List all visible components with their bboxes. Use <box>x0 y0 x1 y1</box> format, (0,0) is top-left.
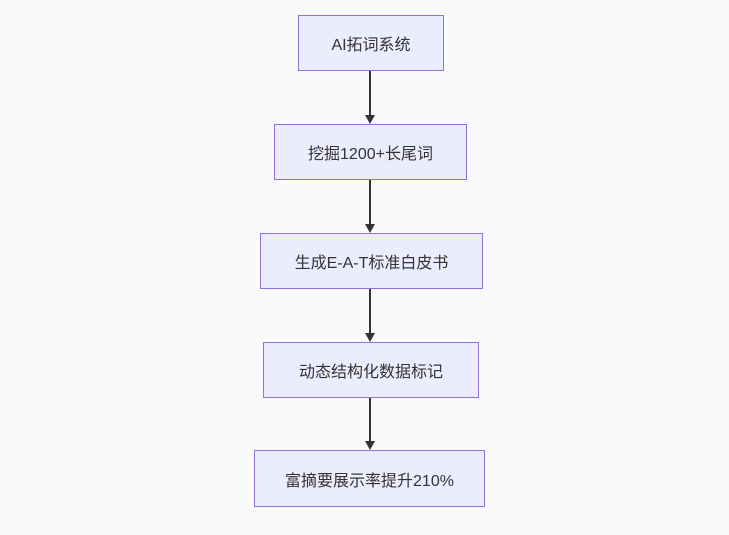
arrow-line <box>369 398 371 443</box>
flow-node-5: 富摘要展示率提升210% <box>254 450 485 507</box>
flow-arrow-4 <box>364 398 376 450</box>
flow-node-1-label: AI拓词系统 <box>331 37 411 54</box>
arrowhead-icon <box>365 224 375 233</box>
flow-node-4: 动态结构化数据标记 <box>263 342 479 398</box>
arrowhead-icon <box>365 441 375 450</box>
arrow-line <box>369 180 371 226</box>
flow-node-1: AI拓词系统 <box>298 15 444 71</box>
arrowhead-icon <box>365 115 375 124</box>
flow-node-3-label: 生成E-A-T标准白皮书 <box>294 255 449 272</box>
flow-node-4-label: 动态结构化数据标记 <box>298 364 443 381</box>
arrowhead-icon <box>365 333 375 342</box>
flow-arrow-2 <box>364 180 376 233</box>
arrow-line <box>369 289 371 335</box>
flow-node-2-label: 挖掘1200+长尾词 <box>308 146 433 163</box>
arrow-line <box>369 71 371 117</box>
flow-arrow-3 <box>364 289 376 342</box>
flow-node-5-label: 富摘要展示率提升210% <box>285 472 454 490</box>
flow-node-3: 生成E-A-T标准白皮书 <box>260 233 483 289</box>
flow-arrow-1 <box>364 71 376 124</box>
flow-node-2: 挖掘1200+长尾词 <box>274 124 467 180</box>
